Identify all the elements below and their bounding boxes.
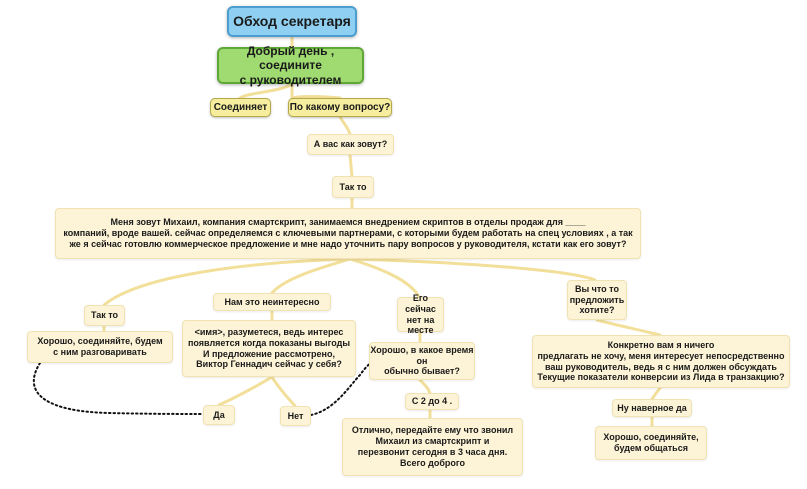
pass-message-node[interactable]: Отлично, передайте ему что звонил Михаил… [342, 418, 523, 476]
connects-node[interactable]: Соединяет [210, 98, 271, 117]
no-node[interactable]: Нет [280, 406, 311, 426]
not-in-place-node[interactable]: Его сейчас нет на месте [397, 293, 444, 335]
edge-pitch-offer [348, 257, 597, 282]
edge-pitch-left [102, 257, 352, 307]
not-interested-node[interactable]: Нам это неинтересно [213, 293, 331, 311]
well-yes-node[interactable]: Ну наверное да [612, 399, 692, 417]
edge-name-no [270, 375, 297, 408]
yes-node[interactable]: Да [203, 405, 235, 425]
edge-pitch-notinterested [270, 257, 352, 295]
edge-question-name [338, 115, 352, 136]
dotted-link-no-when [310, 361, 373, 416]
edge-greeting-question [290, 82, 342, 100]
when-usually-node[interactable]: Хорошо, в какое время он обычно бывает? [369, 342, 475, 380]
edge-offer-concrete [595, 318, 662, 337]
what-question-node[interactable]: По какому вопросу? [288, 98, 392, 117]
concrete-node[interactable]: Конкретно вам я ничего предлагать не хоч… [532, 335, 790, 388]
good-talk-node[interactable]: Хорошо, соединяйте, будем общаться [595, 426, 707, 460]
title-node[interactable]: Обход секретаря [227, 6, 357, 37]
name-response-node[interactable]: <имя>, разуметеся, ведь интерес появляет… [182, 320, 356, 377]
edge-pitch-notinplace [348, 257, 421, 299]
what-offer-node[interactable]: Вы что то предложить хотите? [567, 280, 627, 320]
pitch-node[interactable]: Меня зовут Михаил, компания смартскрипт,… [55, 208, 641, 259]
dotted-link-good-yes [33, 362, 204, 415]
edge-greeting-connects [238, 82, 294, 100]
edge-name-takto [348, 153, 354, 178]
tak-to-left-node[interactable]: Так то [84, 305, 125, 326]
edge-name-yes [217, 375, 274, 407]
good-connect-node[interactable]: Хорошо, соединяйте, будем с ним разговар… [27, 331, 173, 363]
tak-to-top-node[interactable]: Так то [332, 176, 374, 198]
greeting-node[interactable]: Добрый день , соедините с руководителем [217, 44, 364, 87]
edge-concrete-wellyes [650, 386, 662, 401]
your-name-node[interactable]: А вас как зовут? [307, 134, 394, 155]
time-range-node[interactable]: С 2 до 4 . [405, 393, 459, 410]
edge-when-time [418, 378, 432, 395]
